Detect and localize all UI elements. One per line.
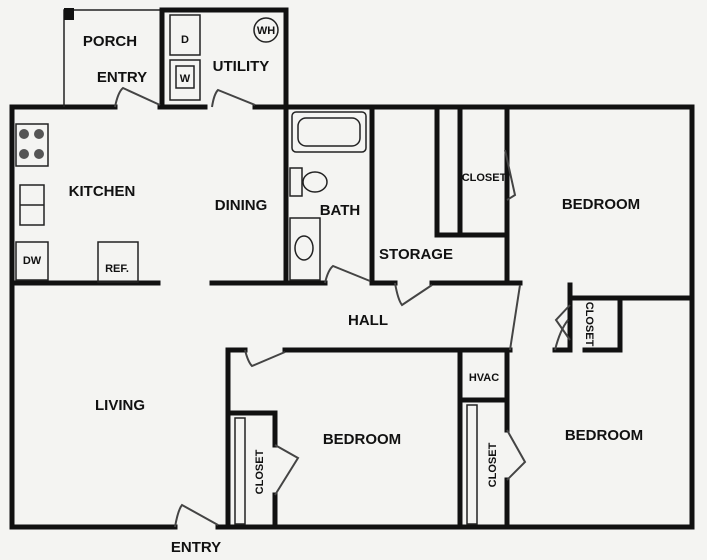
label-bedroom-3: BEDROOM xyxy=(565,427,643,444)
label-washer: W xyxy=(180,73,191,85)
bath-sink xyxy=(294,235,314,261)
toilet-tank xyxy=(289,167,303,197)
fixtures xyxy=(15,14,478,525)
bathtub xyxy=(291,111,367,153)
label-closet-hall: CLOSET xyxy=(583,302,595,347)
room-labels: PORCH ENTRY D W WH UTILITY KITCHEN DW RE… xyxy=(23,25,643,556)
doors xyxy=(114,86,571,528)
label-bath: BATH xyxy=(320,202,361,219)
water-heater xyxy=(253,17,279,43)
label-living: LIVING xyxy=(95,397,145,414)
walls xyxy=(9,7,695,530)
label-bedroom-2: BEDROOM xyxy=(323,431,401,448)
label-hall: HALL xyxy=(348,312,388,329)
label-kitchen: KITCHEN xyxy=(69,183,136,200)
label-dining: DINING xyxy=(215,197,268,214)
label-porch: PORCH xyxy=(83,33,137,50)
label-dryer: D xyxy=(181,34,189,46)
label-utility: UTILITY xyxy=(213,58,270,75)
label-entry-top: ENTRY xyxy=(97,69,147,86)
stove xyxy=(15,123,49,167)
vanity xyxy=(289,217,321,281)
dryer xyxy=(169,14,201,56)
label-refrigerator: REF. xyxy=(105,263,129,275)
label-hvac: HVAC xyxy=(469,372,499,384)
washer xyxy=(169,59,201,101)
label-dishwasher: DW xyxy=(23,255,42,267)
label-water-heater: WH xyxy=(257,25,275,37)
label-closet-bed3: CLOSET xyxy=(487,442,499,487)
label-closet-bed2: CLOSET xyxy=(254,449,266,494)
refrigerator xyxy=(97,241,139,283)
toilet-bowl xyxy=(302,171,328,193)
dishwasher xyxy=(15,241,49,281)
label-bedroom-master: BEDROOM xyxy=(562,196,640,213)
label-storage: STORAGE xyxy=(379,246,453,263)
label-closet-master: CLOSET xyxy=(462,172,507,184)
label-entry-bottom: ENTRY xyxy=(171,539,221,556)
